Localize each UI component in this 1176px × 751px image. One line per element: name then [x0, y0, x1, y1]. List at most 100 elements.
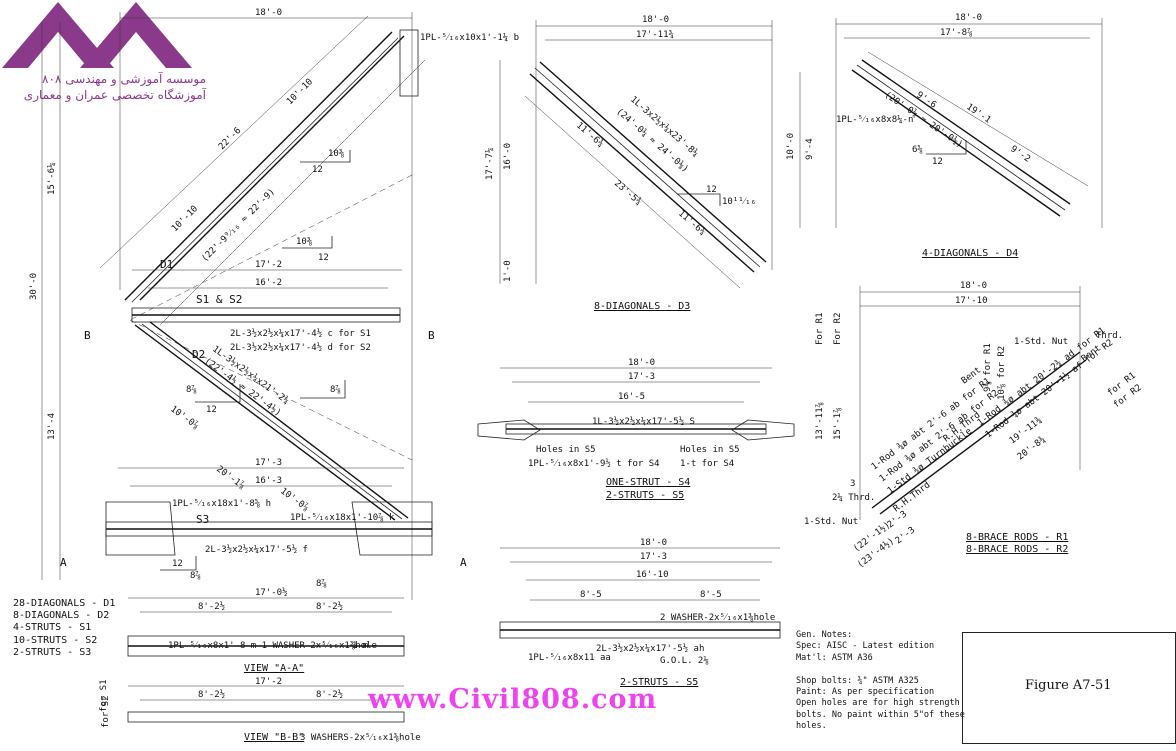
dim-d3-span: 18'-0 — [642, 15, 669, 25]
slope-s3-8-7: 8⅞ — [190, 571, 201, 581]
dim-d4-10-0: 10'-0 — [786, 133, 796, 160]
dim-17-2b: 17'-2 — [255, 677, 282, 687]
label-r-slope2: 10⅞ for R2 — [997, 346, 1007, 400]
title-view-a: VIEW "A-A" — [244, 663, 304, 674]
dim-8-2d: 8'-2½ — [316, 689, 343, 700]
note-line: Gen. Notes: — [796, 630, 853, 640]
label-s1s2: S1 & S2 — [196, 293, 242, 306]
dim-d4-9-2: 9'-2 — [1008, 144, 1032, 164]
title-d4: 4-DIAGONALS - D4 — [922, 248, 1018, 259]
slope-d2-12: 12 — [206, 405, 217, 415]
dim-d4-9-4: 9'-4 — [805, 138, 815, 160]
legend-item: 10-STRUTS - S2 — [13, 634, 98, 646]
label-pl-k: 1PL-⁵⁄₁₆x18x1'-10⅞ k — [290, 513, 395, 523]
note-line: bolts. No paint within 5"of these — [796, 709, 965, 720]
slope-d1b-12: 12 — [318, 253, 329, 263]
dim-height-15-6: 15'-6¼ — [47, 162, 57, 195]
logo-triangle-left — [2, 2, 114, 68]
label-s5-member: 2L-3½x2½x¼x17'-5½ ah — [596, 643, 704, 654]
dim-d3-16-0: 16'-0 — [503, 143, 513, 170]
slope-s3-12: 12 — [172, 559, 183, 569]
label-s3-member: 2L-3½x2½x¼x17'-5½ f — [205, 544, 308, 555]
label-pl-g: 1PL-⁵⁄₁₆x18x1'-8⅝ h — [172, 499, 271, 509]
dim-s4-span: 18'-0 — [628, 358, 655, 368]
note-line: Spec: AISC - Latest edition — [796, 641, 935, 652]
dim-s5-span: 18'-0 — [640, 538, 667, 548]
note-line: Paint: As per specification — [796, 687, 935, 698]
slope-d1-12: 12 — [312, 165, 323, 175]
label-r-slope1: 9⅜ for R1 — [983, 343, 993, 392]
dim-d1-22-6: 22'-6 — [217, 126, 243, 152]
brace-rods: 18'-0 17'-10 Thrd. 1-Std. Nut For R1 For… — [804, 281, 1144, 570]
label-d1: D1 — [160, 258, 173, 271]
slope-s3b-8-7: 8⅞ — [316, 579, 327, 589]
logo-mark — [2, 2, 192, 68]
note-line: Open holes are for high strength — [796, 698, 960, 709]
dim-d1-22-9: (22'-9⁹⁄₁₆ ≈ 22'-9) — [200, 187, 277, 264]
label-s4-holes-right: Holes in S5 — [680, 445, 740, 455]
legend-item: 28-DIAGONALS - D1 — [13, 598, 116, 609]
title-s4-2: 2-STRUTS - S5 — [606, 490, 684, 501]
dim-d4-17-8: 17'-8⅞ — [940, 28, 973, 38]
label-r-2-thrd: 2¼ Thrd. — [832, 493, 875, 503]
note-line: holes. — [796, 721, 827, 732]
dim-r-13-11: 13'-11⅞ — [815, 402, 825, 440]
dim-d3-17-7: 17'-7¼ — [485, 147, 495, 180]
slope-d2-8-7: 8⅞ — [186, 385, 197, 395]
dim-d2-20-1: 20'-1⅞ — [214, 464, 246, 491]
logo-line-1: موسسه آموزشی و مهندسی ۸۰۸ — [42, 72, 206, 86]
label-s4-member: 1L-3½x2½x¼x17'-5½ S — [592, 416, 695, 427]
watermark: www.Civil808.com — [368, 684, 658, 715]
dim-d2-10-0: 10'-0⅞ — [168, 404, 200, 431]
dim-height-30: 30'-0 — [29, 273, 39, 300]
label-pl-top: 1PL-⁵⁄₁₆x10x1'-1¼ b — [420, 33, 519, 43]
note-line: Mat'l: ASTM A36 — [796, 652, 873, 663]
dim-r-2-3b: 2'-3 — [894, 525, 917, 546]
diagonal-d4: 18'-0 17'-8⅞ 10'-0 9'-4 9'-6 (20'-0⅛ ≈ 2… — [786, 13, 1103, 259]
label-pl-m: 1PL-⁵⁄₁₆x8x1'-8 m 1 WASHER-2x⁵⁄₁₆x1⅜hole — [168, 641, 377, 651]
dim-d3-23-5: 23'-5¾ — [612, 179, 643, 208]
dim-main-span: 18'-0 — [255, 8, 282, 18]
dim-17-2: 17'-2 — [255, 260, 282, 270]
slope-d3: 10¹¹⁄₁₆ — [722, 197, 756, 207]
dim-s5-8-5b: 8'-5 — [700, 590, 722, 600]
dim-s5-8-5a: 8'-5 — [580, 590, 602, 600]
title-s5: 2-STRUTS - S5 — [620, 677, 698, 688]
label-r-for-r2: For R2 — [833, 312, 843, 345]
slope-d4-12: 12 — [932, 157, 943, 167]
diagonal-d3: 18'-0 17'-11¾ 17'-7¼ 16'-0 1'-0 1L-3x2½x… — [485, 15, 773, 312]
dim-d4-span: 18'-0 — [955, 13, 982, 23]
dim-d4-19-1: 19'-1 — [964, 102, 992, 125]
dim-16-2: 16'-2 — [255, 278, 282, 288]
title-r-1: 8-BRACE RODS - R1 — [966, 532, 1068, 543]
label-s2-member: 2L-3½x2½x¼x17'-4½ d for S2 — [230, 342, 371, 353]
label-s3: S3 — [196, 513, 209, 526]
section-mark-a-left: A — [60, 556, 67, 569]
title-d3: 8-DIAGONALS - D3 — [594, 301, 690, 312]
title-s4-1: ONE-STRUT - S4 — [606, 477, 690, 488]
dim-d3-11-6a: 11'-6¾ — [574, 121, 605, 150]
dim-d3-17-11: 17'-11¾ — [636, 30, 674, 40]
dim-8-2c: 8'-2½ — [198, 689, 225, 700]
strut-s4: 18'-0 17'-3 16'-5 1L-3½x2½x¼x17'-5½ S Ho… — [477, 358, 795, 501]
section-mark-b-left: B — [84, 329, 91, 342]
dim-s4-16-5: 16'-5 — [618, 392, 645, 402]
note-line — [796, 664, 965, 675]
dim-17-3: 17'-3 — [255, 458, 282, 468]
label-m: 1-m — [352, 641, 368, 651]
dim-r-span: 18'-0 — [960, 281, 987, 291]
label-s4-holes-left: Holes in S5 — [536, 445, 596, 455]
label-s1-member: 2L-3½x2½x¼x17'-4½ c for S1 — [230, 328, 371, 339]
dim-d3-1-0: 1'-0 — [503, 260, 513, 282]
label-d2: D2 — [192, 348, 205, 361]
title-r-2: 8-BRACE RODS - R2 — [966, 544, 1068, 555]
dim-8-2b: 8'-2½ — [316, 601, 343, 612]
dim-r-15-1: 15'-1⅞ — [833, 407, 843, 440]
label-s5-gol: G.O.L. 2⅛ — [660, 656, 709, 666]
legend-item: 2-STRUTS - S3 — [13, 646, 92, 658]
slope-d1b-10-3: 10⅜ — [296, 237, 312, 247]
label-for-s2: for S2 — [101, 695, 111, 728]
